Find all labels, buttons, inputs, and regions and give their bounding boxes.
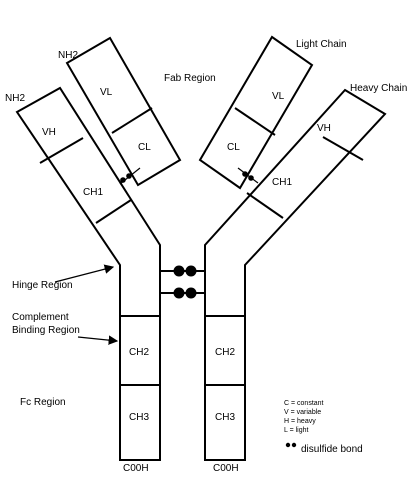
disulfide-dot	[126, 173, 132, 179]
complement-label-line1: Complement	[12, 312, 69, 323]
domain-label-ch2-left: CH2	[129, 347, 149, 358]
domain-label-ch1-right: CH1	[272, 177, 292, 188]
nh2-heavy-label: NH2	[5, 93, 25, 104]
legend-variable: V = variable	[284, 409, 321, 416]
cooh-right: C00H	[213, 463, 239, 474]
complement-label-line2: Binding Region	[12, 325, 80, 336]
legend-disulfide-bond: disulfide bond	[301, 444, 363, 455]
legend-constant: C = constant	[284, 400, 324, 407]
left-light-chain	[65, 36, 182, 187]
heavy-chain-label: Heavy Chain	[350, 83, 407, 94]
disulfide-dot	[248, 175, 254, 181]
disulfide-bonds	[119, 167, 259, 299]
domain-label-ch1-left: CH1	[83, 187, 103, 198]
right-light-chain	[198, 35, 314, 190]
disulfide-dot	[242, 171, 248, 177]
disulfide-dot	[185, 287, 197, 299]
disulfide-dot	[120, 177, 126, 183]
legend-heavy: H = heavy	[284, 418, 316, 425]
disulfide-dot	[173, 287, 185, 299]
hinge-region-label: Hinge Region	[12, 280, 73, 291]
nh2-light-label: NH2	[58, 50, 78, 61]
domain-label-ch3-left: CH3	[129, 412, 149, 423]
cooh-left: C00H	[123, 463, 149, 474]
domain-label-cl-left: CL	[138, 142, 151, 153]
domain-label-vh-left: VH	[42, 127, 56, 138]
complement-arrow	[77, 335, 119, 345]
fc-region-label: Fc Region	[20, 397, 66, 408]
legend-bond-dot	[291, 442, 297, 448]
hinge-arrow	[54, 264, 115, 283]
domain-label-vl-left: VL	[100, 87, 113, 98]
legend-light: L = light	[284, 427, 309, 434]
domain-label-vl-right: VL	[272, 91, 285, 102]
fab-region-label: Fab Region	[164, 73, 216, 84]
disulfide-dot	[173, 265, 185, 277]
disulfide-dot	[185, 265, 197, 277]
domain-label-vh-right: VH	[317, 123, 331, 134]
legend-bond-dot	[285, 442, 291, 448]
domain-label-ch3-right: CH3	[215, 412, 235, 423]
legend: C = constant V = variable H = heavy L = …	[284, 400, 363, 455]
light-chain-label: Light Chain	[296, 39, 347, 50]
left-heavy-chain	[15, 86, 161, 461]
domain-label-cl-right: CL	[227, 142, 240, 153]
domain-label-ch2-right: CH2	[215, 347, 235, 358]
right-heavy-chain	[204, 88, 387, 461]
